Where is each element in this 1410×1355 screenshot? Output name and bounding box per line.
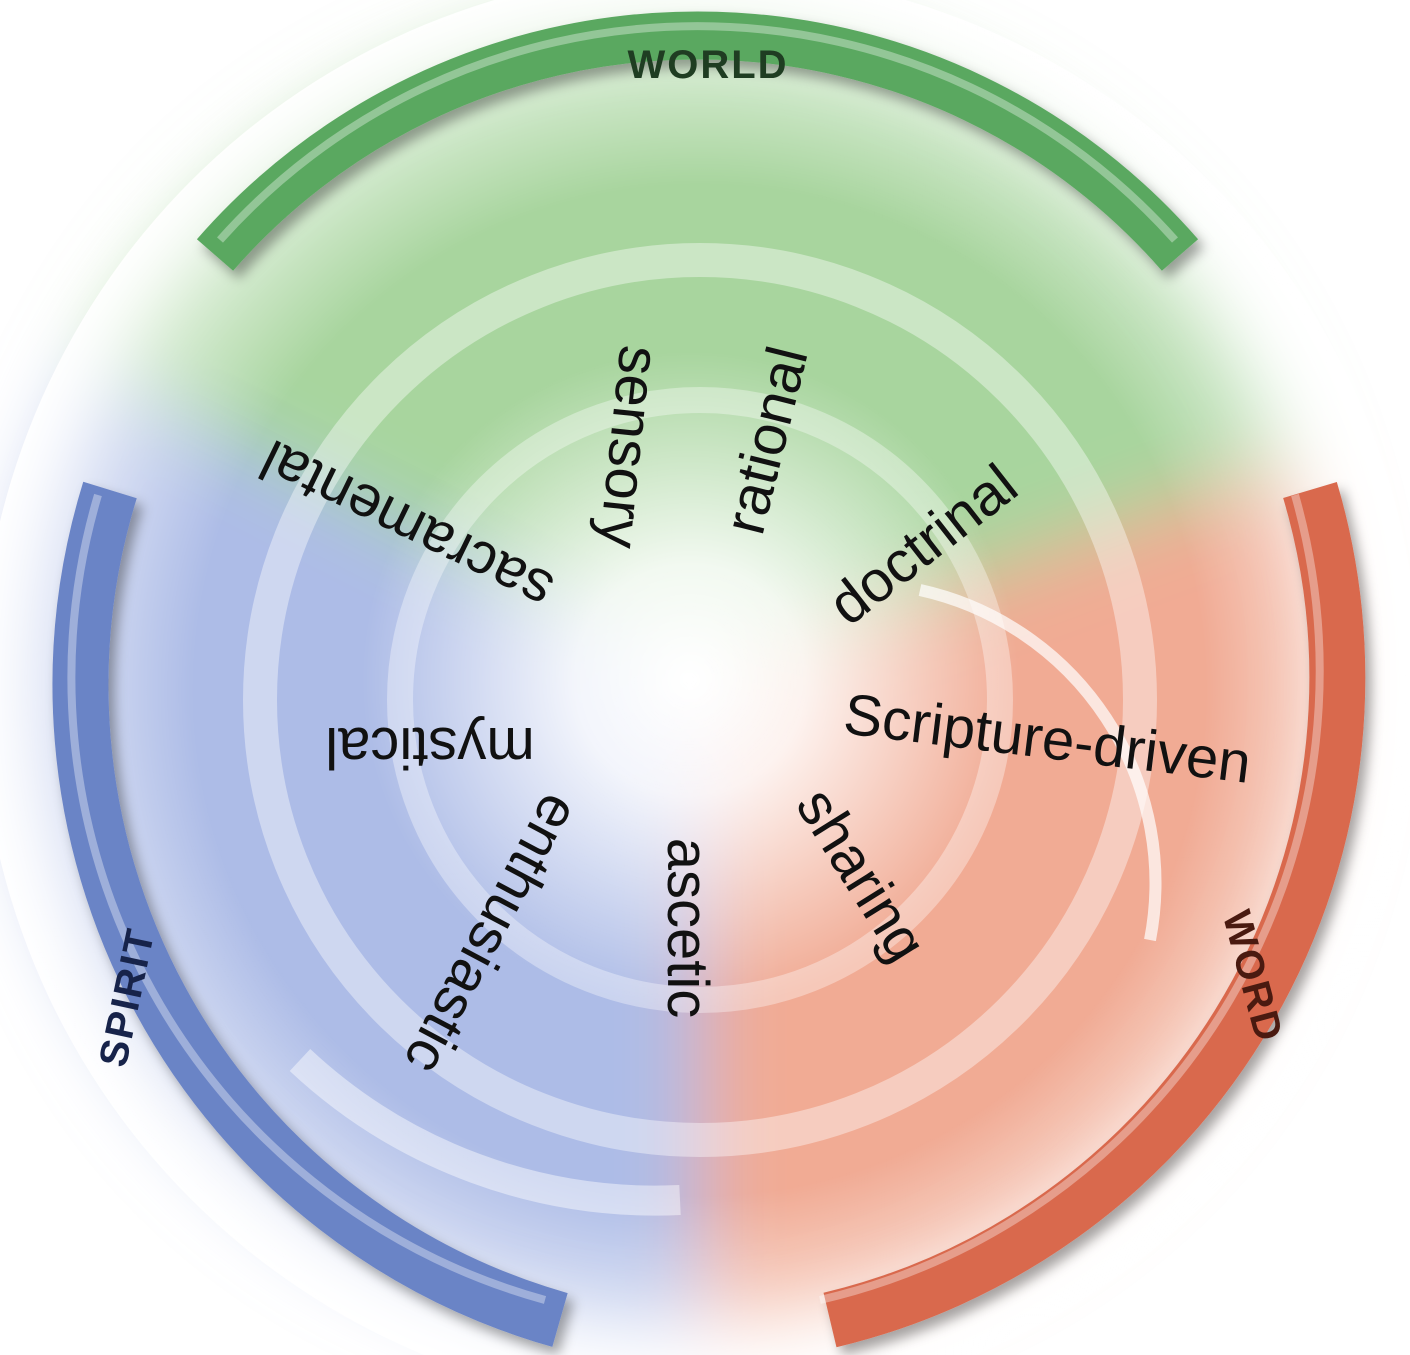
spoke-mystical: mystical: [325, 715, 534, 780]
outer-arcs: [52, 11, 1366, 1348]
world-arc-label: WORLD: [627, 43, 788, 87]
spirit-arc: [52, 481, 568, 1347]
world-arc: [196, 11, 1199, 271]
spoke-ascetic: ascetic: [655, 838, 720, 1019]
arc-highlights: [67, 22, 1324, 1304]
word-arc: [823, 482, 1366, 1348]
